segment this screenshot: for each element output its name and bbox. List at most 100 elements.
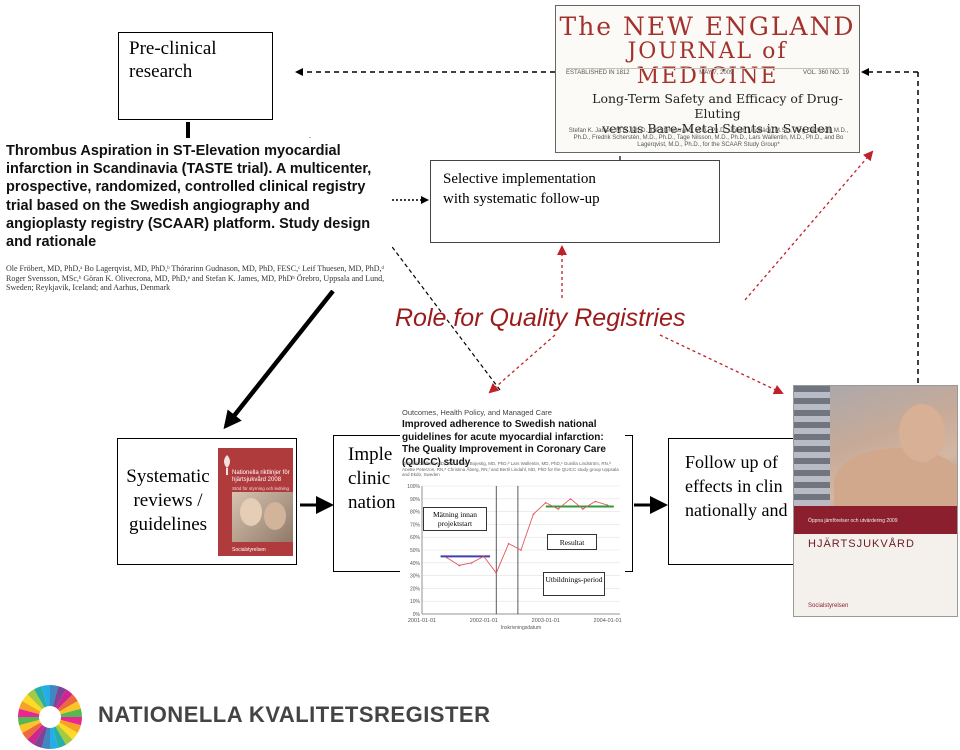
- chart-x-label: Inskrivningsdatum: [501, 625, 541, 630]
- nejm-title-line2: JOURNAL of MEDICINE: [627, 39, 788, 89]
- guideline-cover-logo: Socialstyrelsen: [232, 547, 266, 553]
- hjartsjukvard-cover: Öppna jämförelser och utvärdering 2009 H…: [793, 385, 958, 617]
- guideline-cover-title: Nationella riktlinjer för hjärtsjukvård …: [232, 470, 290, 492]
- chart-y-tick-label: 50%: [410, 548, 421, 554]
- preclinical-box: Pre-clinical research: [118, 32, 273, 120]
- chart-data-point: +: [495, 572, 498, 577]
- logo-wheel-segment: [19, 701, 41, 715]
- chart-data-point: +: [581, 508, 584, 513]
- note-utbildningsperiod: Utbildnings-period: [543, 572, 605, 596]
- chart-y-tick-label: 100%: [407, 484, 420, 490]
- logo-wheel-segment: [59, 701, 81, 715]
- arrow-role-down-right: [659, 334, 784, 395]
- implementation-text: Imple clinic nation: [348, 443, 396, 515]
- chart-data-point: +: [532, 513, 535, 518]
- chart-series-line: [446, 498, 608, 574]
- nejm-article-clipping: The NEW ENGLAND JOURNAL of MEDICINE ESTA…: [555, 5, 860, 153]
- logo-wheel-segment: [60, 717, 82, 726]
- nejm-title-line1: The NEW ENGLAND: [559, 12, 856, 41]
- hj-patient-head: [899, 404, 945, 462]
- preclinical-line2: research: [129, 61, 193, 82]
- arrow-role-up-right: [744, 150, 874, 301]
- preclinical-line1: Pre-clinical: [129, 38, 217, 59]
- guideline-cover-face-1: [240, 498, 262, 526]
- follow-line1: Follow up of: [685, 452, 779, 472]
- guideline-cover-sub: Stöd för styrning och ledning: [232, 486, 290, 491]
- guideline-book-cover: Nationella riktlinjer för hjärtsjukvård …: [218, 448, 293, 556]
- chart-y-tick-label: 70%: [410, 522, 421, 528]
- chart-y-tick-label: 80%: [410, 510, 421, 516]
- systematic-label: Systematic reviews / guidelines: [118, 465, 218, 537]
- logo-wheel-segment: [59, 719, 81, 733]
- logo-wheel-segment: [41, 685, 50, 707]
- hj-cover-band: [794, 506, 957, 534]
- logo-wheel-segment: [22, 722, 43, 740]
- nejm-authors: Stefan K. James, M.D., Ph.D., Ulf Stenes…: [568, 128, 849, 148]
- chart-y-tick-label: 20%: [410, 586, 421, 592]
- quicc-authors: Richard Carlhed, MD, MSc,ᵃ Alan Bojestig…: [402, 461, 619, 477]
- logo-wheel-segment: [41, 727, 50, 749]
- follow-up-text: Follow up of effects in clin nationally …: [685, 450, 787, 522]
- hj-cover-title: HJÄRTSJUKVÅRD: [808, 538, 915, 550]
- logo-wheel-segment: [57, 722, 78, 740]
- selective-implementation-box: Selective implementation with systematic…: [430, 160, 720, 243]
- taste-authors: Ole Fröbert, MD, PhD,ᵃ Bo Lagerqvist, MD…: [6, 264, 385, 292]
- nejm-volume: VOL. 360 NO. 19: [802, 70, 849, 76]
- hj-cover-logo: Socialstyrelsen: [808, 603, 849, 609]
- nejm-established: ESTABLISHED IN 1812: [566, 70, 630, 76]
- chart-data-point: +: [458, 564, 461, 569]
- follow-line3: nationally and: [685, 500, 788, 520]
- chart-data-point: +: [445, 557, 448, 562]
- logo-wheel-segment: [18, 717, 40, 726]
- chart-data-point: +: [482, 555, 485, 560]
- hj-cover-sub: Öppna jämförelser och utvärdering 2009: [808, 518, 898, 524]
- guideline-cover-face-2: [264, 502, 286, 530]
- logo-wheel-segment: [52, 726, 66, 748]
- logo-wheel-segment: [22, 694, 43, 712]
- logo-wheel-icon: [18, 685, 82, 749]
- chart-data-point: +: [507, 543, 510, 548]
- chart-x-tick-label: 2002-01-01: [470, 618, 498, 624]
- logo-wheel-segment: [60, 708, 82, 717]
- hj-monitor: [794, 386, 830, 506]
- logo-wheel-segment: [57, 694, 78, 712]
- systematic-line3: guidelines: [128, 514, 208, 535]
- nejm-rule: [566, 68, 849, 69]
- logo-wheel-segment: [50, 685, 59, 707]
- note-resultat: Resultat: [547, 534, 597, 550]
- chart-data-point: +: [569, 498, 572, 503]
- chart-data-point: +: [470, 562, 473, 567]
- chart-data-point: +: [594, 500, 597, 505]
- selective-line2: with systematic follow-up: [443, 191, 600, 207]
- guideline-cover-title-text: Nationella riktlinjer för hjärtsjukvård …: [232, 470, 290, 483]
- systematic-line2: reviews /: [133, 490, 203, 511]
- logo-wheel-segment: [55, 724, 73, 745]
- guideline-emblem-icon: [224, 455, 230, 475]
- arrow-role-to-taste: [309, 137, 501, 391]
- note-matning: Mätning innan projektstart: [423, 507, 487, 531]
- logo-wheel-segment: [55, 689, 73, 710]
- logo-wheel-segment: [50, 727, 59, 749]
- nejm-article-line2: versus Bare-Metal Stents in Sweden: [602, 121, 833, 136]
- chart-x-tick-label: 2004-01-01: [594, 618, 622, 624]
- hj-cover-photo: [794, 386, 957, 518]
- chart-y-tick-label: 90%: [410, 497, 421, 503]
- chart-y-tick-label: 0%: [413, 612, 421, 618]
- quicc-journal: Outcomes, Health Policy, and Managed Car…: [402, 408, 552, 417]
- arrow-role-down-left: [488, 334, 556, 394]
- chart-x-tick-label: 2001-01-01: [408, 618, 436, 624]
- quicc-title: Improved adherence to Swedish national g…: [402, 419, 606, 468]
- chart-y-tick-label: 30%: [410, 574, 421, 580]
- selective-line1: Selective implementation: [443, 171, 596, 187]
- taste-article-clipping: Thrombus Aspiration in ST-Elevation myoc…: [0, 138, 392, 292]
- guideline-cover-photo: [232, 492, 293, 542]
- systematic-line1: Systematic: [126, 466, 210, 487]
- impl-line3: nation: [348, 492, 396, 513]
- nejm-article-title: Long-Term Safety and Efficacy of Drug-El…: [586, 91, 849, 136]
- nejm-date: MAY 7, 2009: [699, 70, 734, 76]
- arrow-big-diagonal: [223, 289, 335, 430]
- impl-line2: clinic: [348, 468, 391, 489]
- chart-data-point: +: [606, 504, 609, 509]
- logo-wheel-segment: [19, 719, 41, 733]
